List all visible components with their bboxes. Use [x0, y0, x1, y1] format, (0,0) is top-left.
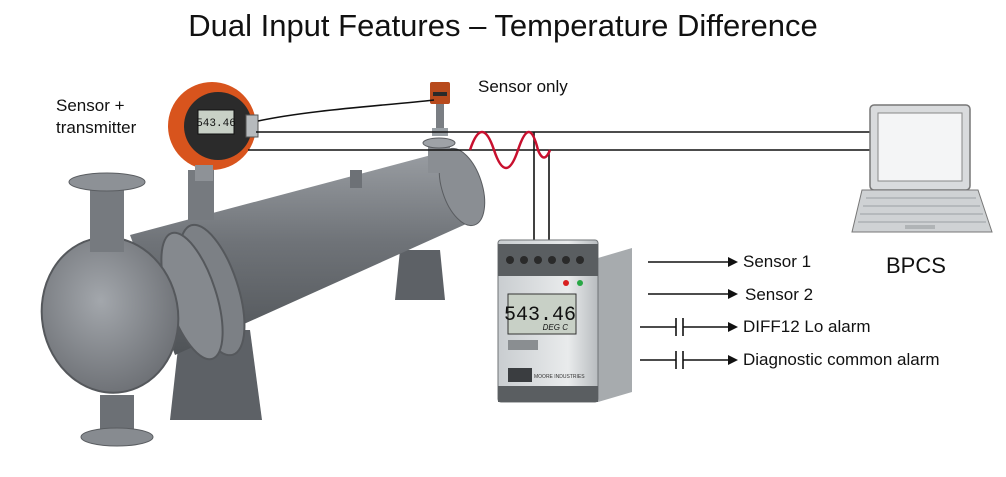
wiring	[248, 99, 870, 240]
transmitter-head: 543.46	[168, 82, 259, 181]
dual-input-module: 543.46 DEG C MOORE INDUSTRIES	[497, 239, 632, 403]
noise-wave	[468, 130, 552, 170]
output-arrows	[640, 257, 738, 369]
vessel-support-left	[170, 330, 262, 420]
sensor-only-label: Sensor only	[478, 77, 568, 96]
output-label-sensor-2: Sensor 2	[745, 285, 814, 304]
transmitter-display-value: 543.46	[196, 118, 236, 130]
wire-sensor-only	[257, 99, 435, 122]
sensor-transmitter-label-line1: Sensor +	[56, 96, 125, 115]
output-label-diff12-lo-alarm: DIFF12 Lo alarm	[743, 317, 871, 336]
module-lcd	[507, 293, 577, 335]
module-brand: MOORE INDUSTRIES	[534, 374, 585, 380]
page-title: Dual Input Features – Temperature Differ…	[188, 8, 818, 43]
module-display-unit: DEG C	[543, 323, 569, 332]
module-side	[598, 248, 632, 402]
vessel-support-right	[395, 250, 445, 300]
transmitter-lcd	[197, 109, 235, 135]
module-display-value: 543.46	[504, 304, 576, 327]
heat-exchanger	[40, 137, 486, 447]
nozzle-top-left	[90, 182, 124, 252]
output-label-diagnostic-alarm: Diagnostic common alarm	[743, 350, 940, 369]
sensor-only-probe	[430, 82, 450, 136]
bpcs-laptop	[851, 104, 993, 233]
bpcs-label: BPCS	[886, 253, 946, 278]
sensor-transmitter-label-line2: transmitter	[56, 118, 137, 137]
laptop-screen	[877, 112, 963, 182]
moore-logo	[508, 368, 532, 382]
output-label-sensor-1: Sensor 1	[743, 252, 812, 271]
